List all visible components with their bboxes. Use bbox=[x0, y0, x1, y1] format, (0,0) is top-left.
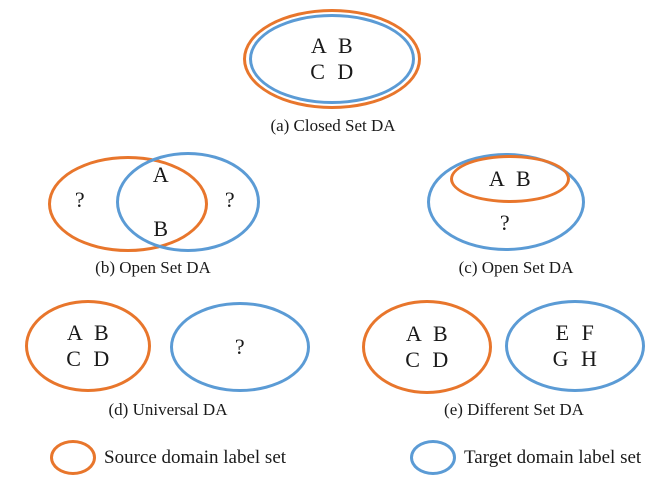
target-ellipse-e bbox=[505, 300, 645, 392]
panel-e-source-line1: A B bbox=[405, 321, 449, 347]
source-ellipse-d bbox=[25, 300, 151, 392]
panel-e-caption: (e) Different Set DA bbox=[444, 400, 584, 419]
panel-d-source-line2: C D bbox=[66, 346, 110, 371]
legend-target-label: Target domain label set bbox=[464, 446, 642, 468]
panel-c-caption: (c) Open Set DA bbox=[458, 258, 574, 277]
panel-e-source-line2: C D bbox=[405, 347, 449, 372]
panel-a-labels-line2: C D bbox=[310, 59, 354, 84]
legend-source-label: Source domain label set bbox=[104, 446, 287, 468]
legend: Source domain label set Target domain la… bbox=[0, 432, 660, 489]
target-ellipse-icon bbox=[410, 440, 456, 475]
panel-b-source-only-label: ? bbox=[74, 187, 86, 213]
panel-e-target-line2: G H bbox=[552, 346, 598, 371]
panel-c-target-unknown-label: ? bbox=[499, 210, 511, 236]
panel-a-label-group: A B C D bbox=[243, 9, 421, 109]
panel-c-source-label: A B bbox=[488, 166, 532, 192]
panel-b-shared-label-group: A B bbox=[133, 162, 189, 242]
target-ellipse-a bbox=[249, 14, 415, 104]
legend-item-target: Target domain label set bbox=[410, 440, 641, 475]
panel-e-target-line1: E F bbox=[555, 320, 595, 346]
source-ellipse-c bbox=[450, 155, 570, 203]
panel-e-source-label-group: A B C D bbox=[362, 300, 492, 394]
panel-b-target-only-label: ? bbox=[224, 187, 236, 213]
panel-b-caption: (b) Open Set DA bbox=[95, 258, 211, 277]
panel-a-labels-line1: A B bbox=[310, 33, 354, 59]
panel-d-source-line1: A B bbox=[66, 320, 110, 346]
source-ellipse-icon bbox=[50, 440, 96, 475]
panel-d-source-label-group: A B C D bbox=[25, 300, 151, 392]
panel-b-shared-line1: A bbox=[152, 162, 170, 187]
panel-d-caption: (d) Universal DA bbox=[108, 400, 228, 419]
panel-d-target-unknown-label: ? bbox=[234, 334, 246, 360]
panel-b-shared-line2: B bbox=[153, 216, 169, 242]
source-ellipse-a bbox=[243, 9, 421, 109]
source-ellipse-e bbox=[362, 300, 492, 394]
panel-e-target-label-group: E F G H bbox=[505, 300, 645, 392]
panel-a-caption: (a) Closed Set DA bbox=[270, 116, 396, 135]
target-ellipse-b bbox=[116, 152, 260, 252]
legend-item-source: Source domain label set bbox=[50, 440, 286, 475]
target-ellipse-d bbox=[170, 302, 310, 392]
